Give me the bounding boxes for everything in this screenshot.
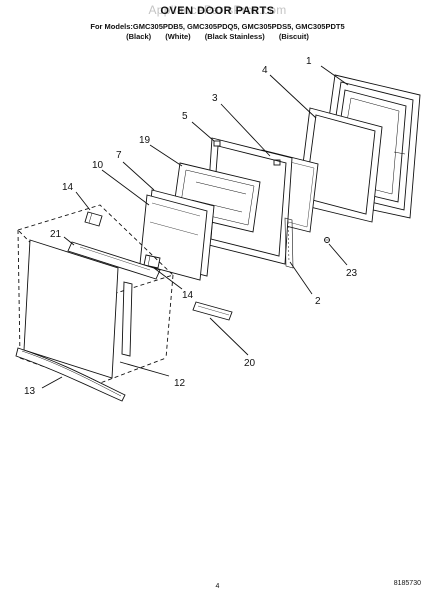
part-23-screw xyxy=(324,237,330,243)
callout-23: 23 xyxy=(346,268,358,279)
part-12-outer-panel xyxy=(17,204,174,386)
diagram-title: OVEN DOOR PARTS xyxy=(160,5,275,17)
callout-20: 20 xyxy=(244,358,256,369)
color-list: (Black) (White) (Black Stainless) (Biscu… xyxy=(0,32,435,41)
callout-14: 14 xyxy=(182,290,194,301)
callout-3: 3 xyxy=(212,93,218,104)
part-14-clip xyxy=(84,211,103,227)
page-number: 4 xyxy=(215,583,220,590)
callout-1: 1 xyxy=(306,56,312,67)
callout-4: 4 xyxy=(262,65,268,76)
callout-21: 21 xyxy=(50,229,62,240)
callout-12: 12 xyxy=(174,378,186,389)
callout-2: 2 xyxy=(315,296,321,307)
color-label: (Black) xyxy=(126,32,152,41)
part-13-handle xyxy=(15,347,126,402)
callout-7: 7 xyxy=(116,150,122,161)
part-21-top-trim xyxy=(67,241,161,280)
part-20-vent xyxy=(192,301,233,321)
callout-14: 14 xyxy=(62,182,74,193)
color-label: (White) xyxy=(165,32,191,41)
watermark-text: AppliancePartsPros.com xyxy=(148,3,287,17)
model-list: For Models:GMC305PDB5, GMC305PDQ5, GMC30… xyxy=(90,22,345,31)
callout-19: 19 xyxy=(139,135,151,146)
color-label: (Black Stainless) xyxy=(204,32,265,41)
callout-13: 13 xyxy=(24,386,36,397)
callout-5: 5 xyxy=(182,111,188,122)
callout-10: 10 xyxy=(92,160,104,171)
color-label: (Biscuit) xyxy=(278,32,309,41)
diagram-code: 8185730 xyxy=(393,580,421,587)
